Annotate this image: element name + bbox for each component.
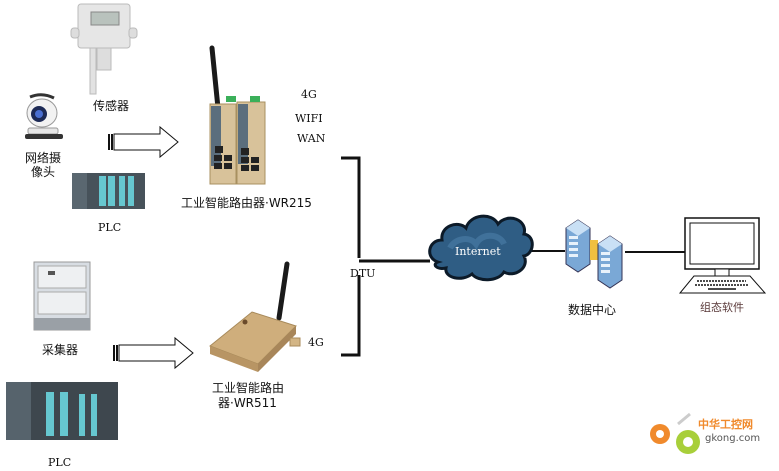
wr215-interface-wan: WAN: [297, 132, 326, 145]
wr511-label-line2: 器·WR511: [218, 396, 277, 410]
webcam-icon: [25, 93, 63, 139]
wr215-label: 工业智能路由器·WR215: [181, 196, 312, 210]
camera-label-line2: 像头: [31, 165, 56, 179]
datacenter-label: 数据中心: [568, 303, 617, 317]
router-wr215-icon: [209, 45, 266, 185]
router-wr511-icon: [209, 261, 301, 372]
sensor-device-icon: [70, 3, 138, 95]
arrow-bottom: [113, 336, 194, 370]
watermark-url: gkong.com: [705, 433, 761, 444]
internet-cloud-icon: [428, 214, 534, 282]
wr511-interface-4g: 4G: [308, 336, 324, 349]
camera-label-line1: 网络摄: [25, 151, 62, 165]
plc-top-label: PLC: [98, 221, 122, 234]
wr215-interface-wifi: WIFI: [295, 112, 323, 125]
dtu-label: DTU: [350, 267, 376, 280]
watermark-cn: 中华工控网: [698, 418, 753, 431]
internet-label: Internet: [455, 245, 501, 258]
wr511-label-line1: 工业智能路由: [212, 381, 285, 395]
collector-meter-icon: [33, 261, 91, 331]
computer-terminal-icon: [678, 217, 767, 294]
watermark-logo-icon: [650, 412, 700, 454]
terminal-label: 组态软件: [700, 301, 744, 314]
plc-top-icon: [72, 173, 145, 209]
datacenter-server-icon: [565, 219, 623, 289]
collector-label: 采集器: [42, 343, 79, 357]
dtu-bus-bracket: [341, 156, 430, 357]
plc-bottom-label: PLC: [48, 456, 72, 469]
arrow-top: [108, 125, 179, 159]
wr215-interface-4g: 4G: [301, 88, 317, 101]
sensor-label: 传感器: [93, 99, 130, 113]
plc-bottom-icon: [6, 382, 118, 440]
